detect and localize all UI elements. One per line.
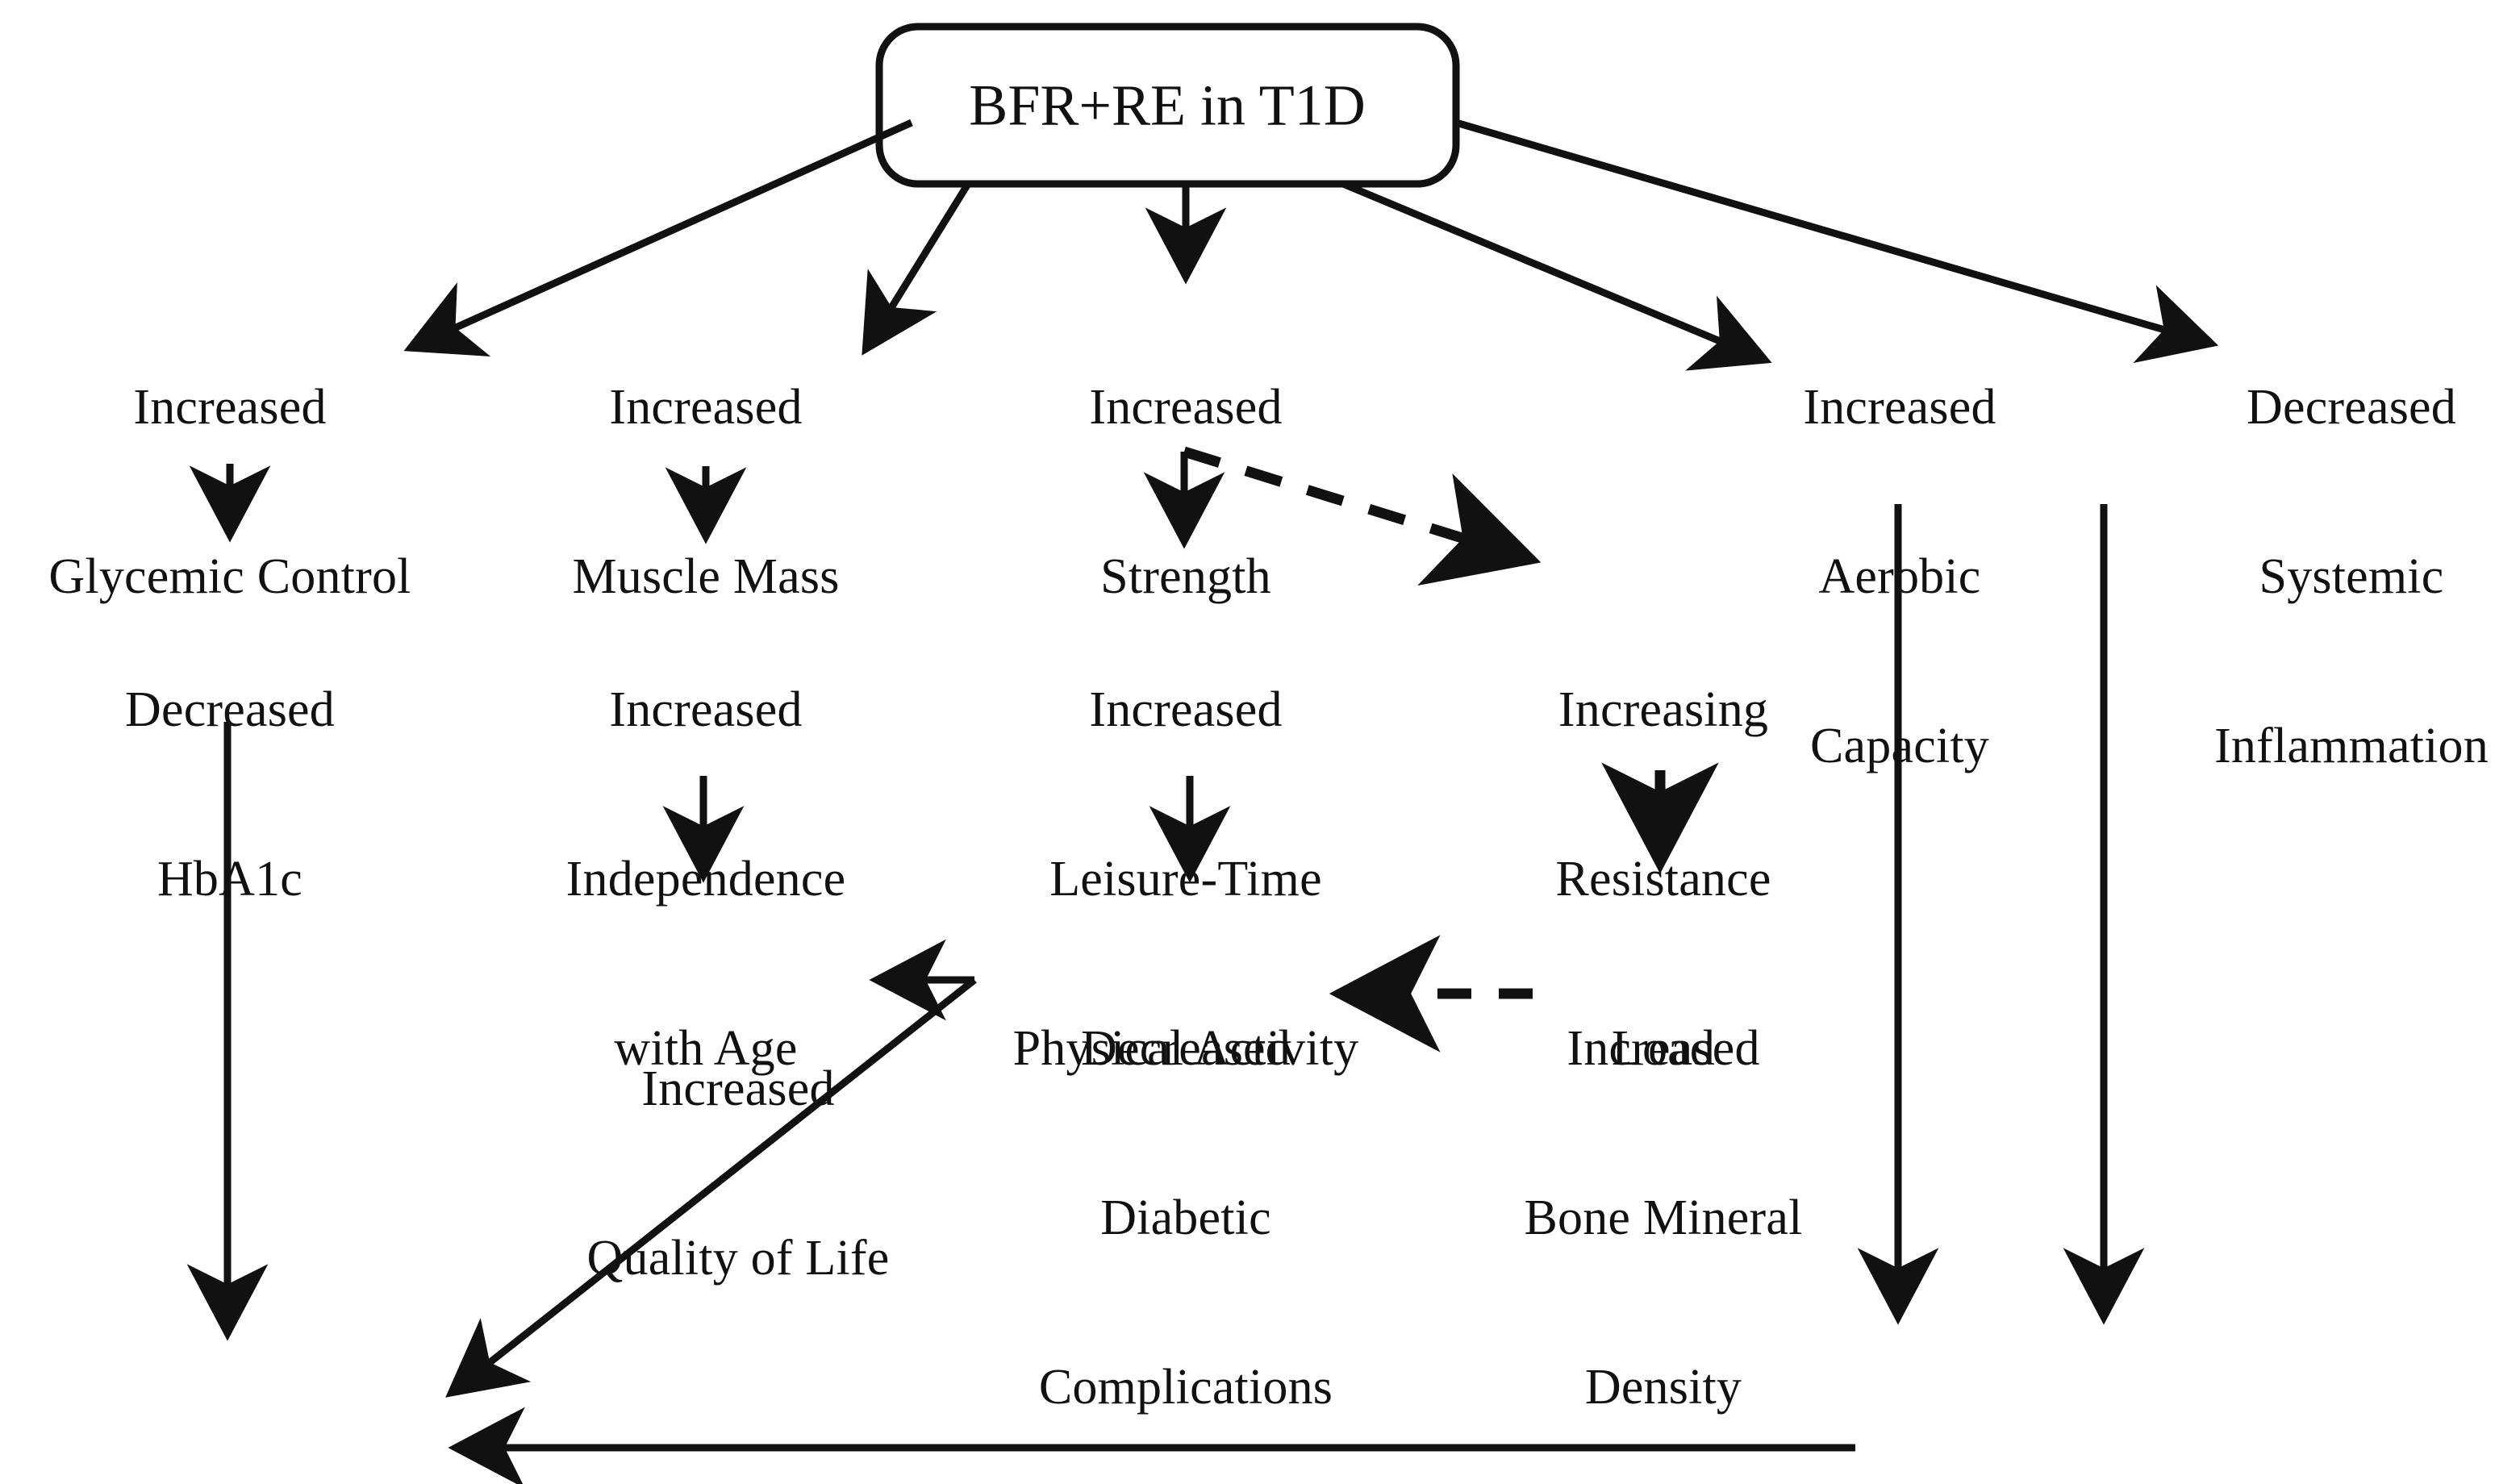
node-line: Independence [565,852,846,907]
node-line: Leisure-Time [1049,852,1322,907]
node-line: Strength [1100,549,1271,605]
node-bone-mineral-density: Increased Bone Mineral Density [1524,907,1802,1484]
node-line: Decreased [1081,1021,1291,1077]
node-line: Capacity [1810,719,1989,774]
node-line: Diabetic [1100,1190,1271,1246]
node-line: Bone Mineral [1524,1190,1803,1246]
node-resistance-load: Increasing Resistance Load [1555,569,1771,1190]
node-risk-of-mortality: Decreased Risk of Mortality [55,1363,405,1484]
node-line: HbA1c [156,852,303,907]
node-independence-with-age: Increased Independence with Age [566,569,846,1190]
node-line: with Age [614,1021,798,1077]
edge-root-to-aerobic-capacity [1341,180,1772,371]
node-line: Increased [1567,1021,1760,1077]
node-line: Decreased [125,682,335,738]
node-line: Physical Activity [1012,1021,1359,1077]
node-line: Inflammation [2214,719,2489,774]
node-systemic-inflammation: Decreased Systemic Inflammation [2214,266,2489,888]
node-line: Muscle Mass [572,549,840,605]
node-aerobic-capacity: Increased Aerobic Capacity [1803,266,1996,888]
node-cardiovascular-disease: Decreased Risk of Cardiovascular Disease [1915,1363,2389,1484]
root-node-label: BFR+RE in T1D [969,73,1366,138]
node-leisure-time-physical-activity: Increased Leisure-Time Physical Activity [1013,569,1359,1190]
node-line: Increased [1089,682,1283,738]
root-node-box [875,23,1460,188]
node-line: Decreased [55,1476,405,1484]
node-strength: Increased Strength [1089,266,1282,718]
node-line: Load [1611,1021,1716,1077]
node-muscle-mass: Increased Muscle Mass [572,266,839,718]
node-line: Increased [133,380,327,436]
node-line: Density [1584,1360,1742,1415]
node-line: Increased [641,1061,835,1117]
node-line: Complications [1038,1360,1333,1415]
node-glycemic-control: Increased Glycemic Control [48,266,411,718]
node-line: Decreased Risk of [1915,1476,2389,1484]
edge-root-to-glycemic-control [403,119,913,356]
node-line: Decreased [2247,380,2456,436]
node-line: Resistance [1555,852,1771,907]
node-line: Glycemic Control [48,549,411,605]
node-line: Systemic [2259,549,2444,605]
edge-root-to-muscle-mass [862,181,971,356]
node-line: Increasing [1558,682,1769,738]
node-diabetic-complications: Decreased Diabetic Complications [1039,907,1333,1484]
node-line: Increased [1803,380,1996,436]
node-line: Aerobic [1818,549,1981,605]
edge-diabetic-complications-to-risk-of-mortality [445,977,977,1398]
node-line: Increased [609,682,803,738]
node-line: Increased [609,380,803,436]
node-line: Quality of Life [586,1231,890,1286]
node-hba1c: Decreased HbA1c [125,569,335,1020]
edge-root-to-systemic-inflammation [1454,119,2219,364]
node-line: Increased [1089,380,1283,436]
node-quality-of-life: Increased Quality of Life [587,948,890,1399]
